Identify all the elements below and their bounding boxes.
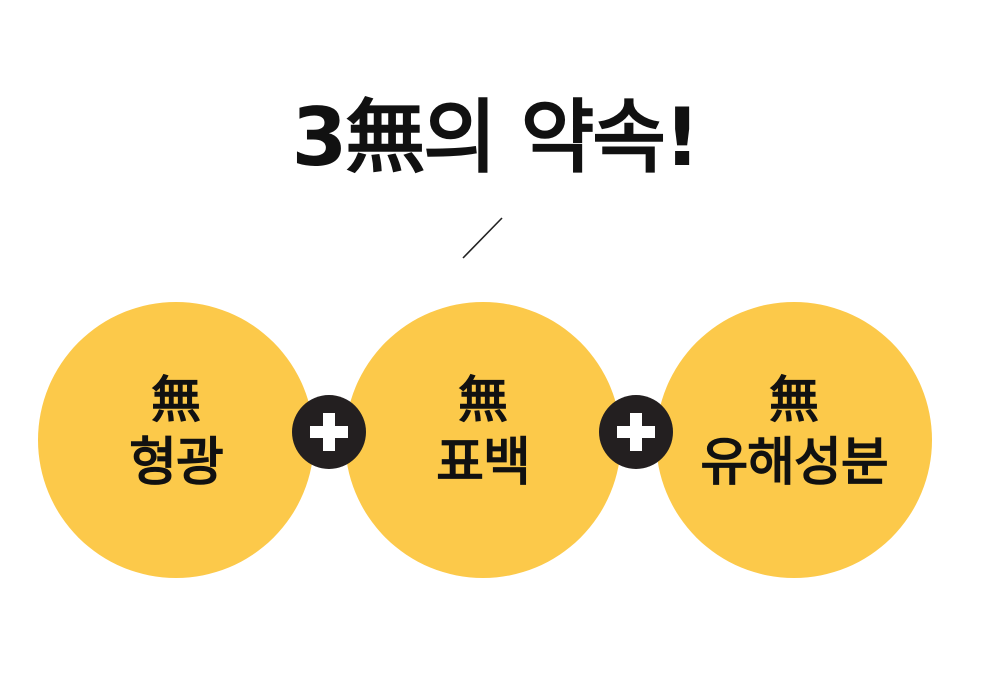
hanja-mu: 無 [151, 371, 201, 429]
hanja-mu: 無 [458, 371, 508, 429]
hanja-mu: 無 [769, 371, 819, 429]
promise-circle-harmful-ingredients: 無 유해성분 [656, 302, 932, 578]
plus-icon [599, 395, 673, 469]
promise-circle-fluorescent: 無 형광 [38, 302, 314, 578]
page-title: 3無의 약속! [291, 91, 701, 184]
promise-label: 유해성분 [700, 433, 888, 493]
slash-divider [462, 217, 503, 259]
plus-icon [292, 395, 366, 469]
promise-circle-bleach: 無 표백 [345, 302, 621, 578]
promise-label: 형광 [129, 433, 224, 493]
promise-label: 표백 [436, 433, 531, 493]
